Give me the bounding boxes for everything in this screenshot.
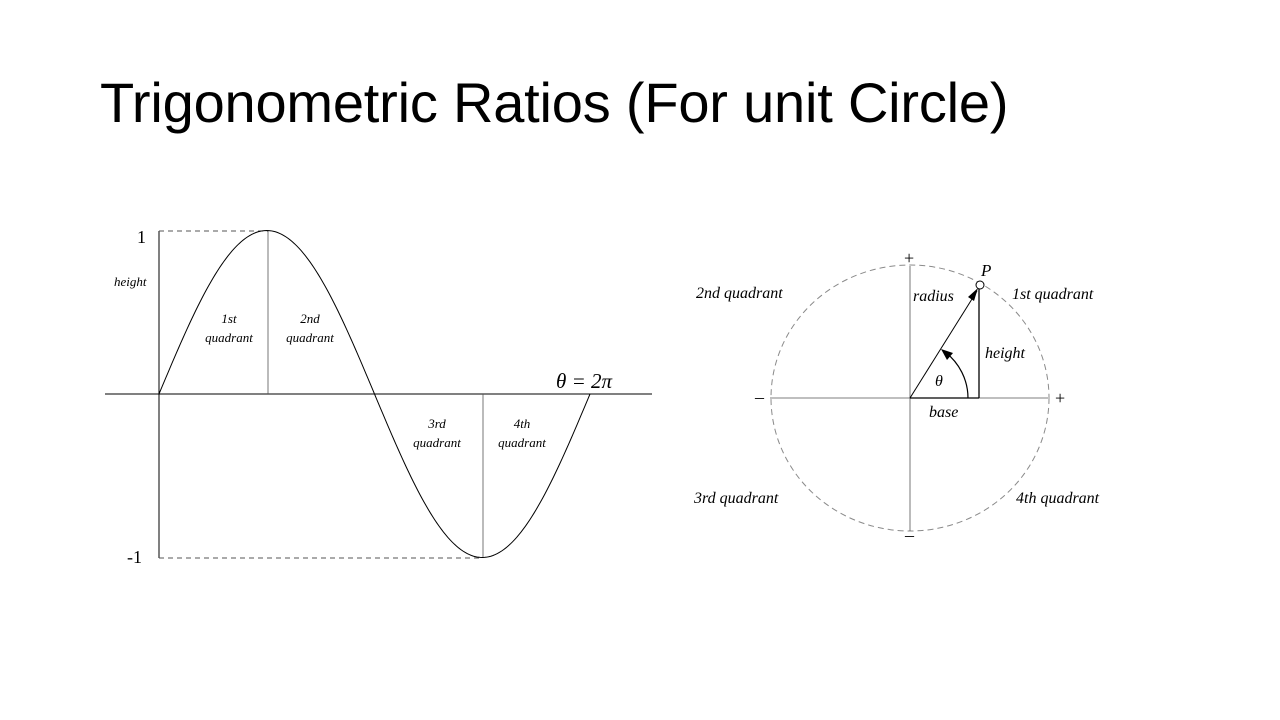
slide-title: Trigonometric Ratios (For unit Circle) xyxy=(100,71,1009,134)
circle-q3-label: 3rd quadrant xyxy=(693,490,779,507)
q1-label-line2: quadrant xyxy=(205,330,253,345)
point-p-marker xyxy=(975,280,985,290)
radius-label: radius xyxy=(913,288,954,305)
circle-height-label: height xyxy=(985,345,1026,362)
theta-arc xyxy=(944,351,969,399)
plus-right-label: + xyxy=(1055,388,1065,408)
q1-label-line1: 1st xyxy=(221,311,237,326)
base-label: base xyxy=(929,404,958,421)
theta-arrowhead xyxy=(941,349,953,360)
circle-q1-label: 1st quadrant xyxy=(1012,286,1094,303)
unit-circle: P radius height base θ + – – + 1st quadr… xyxy=(693,248,1100,545)
minus-bottom-label: – xyxy=(904,525,915,545)
q2-label-line2: quadrant xyxy=(286,330,334,345)
circle-q2-label: 2nd quadrant xyxy=(696,285,783,302)
radius-arrowhead xyxy=(968,288,978,301)
point-p-label: P xyxy=(980,261,991,280)
sine-graph: 1 -1 height θ = 2π 1st quadrant 2nd quad… xyxy=(105,227,652,567)
q3-label-line1: 3rd xyxy=(427,416,446,431)
q2-label-line1: 2nd xyxy=(300,311,320,326)
q4-label-line1: 4th xyxy=(514,416,531,431)
q3-label-line2: quadrant xyxy=(413,435,461,450)
y-min-label: -1 xyxy=(127,547,142,567)
sine-curve xyxy=(158,229,591,559)
y-max-label: 1 xyxy=(137,227,146,247)
theta-label: θ xyxy=(935,373,943,390)
minus-left-label: – xyxy=(754,387,765,407)
q4-label-line2: quadrant xyxy=(498,435,546,450)
theta-2pi-label: θ = 2π xyxy=(556,369,612,393)
plus-top-label: + xyxy=(904,248,914,268)
circle-q4-label: 4th quadrant xyxy=(1016,490,1100,507)
height-axis-label: height xyxy=(114,274,147,289)
radius-segment xyxy=(909,290,978,399)
